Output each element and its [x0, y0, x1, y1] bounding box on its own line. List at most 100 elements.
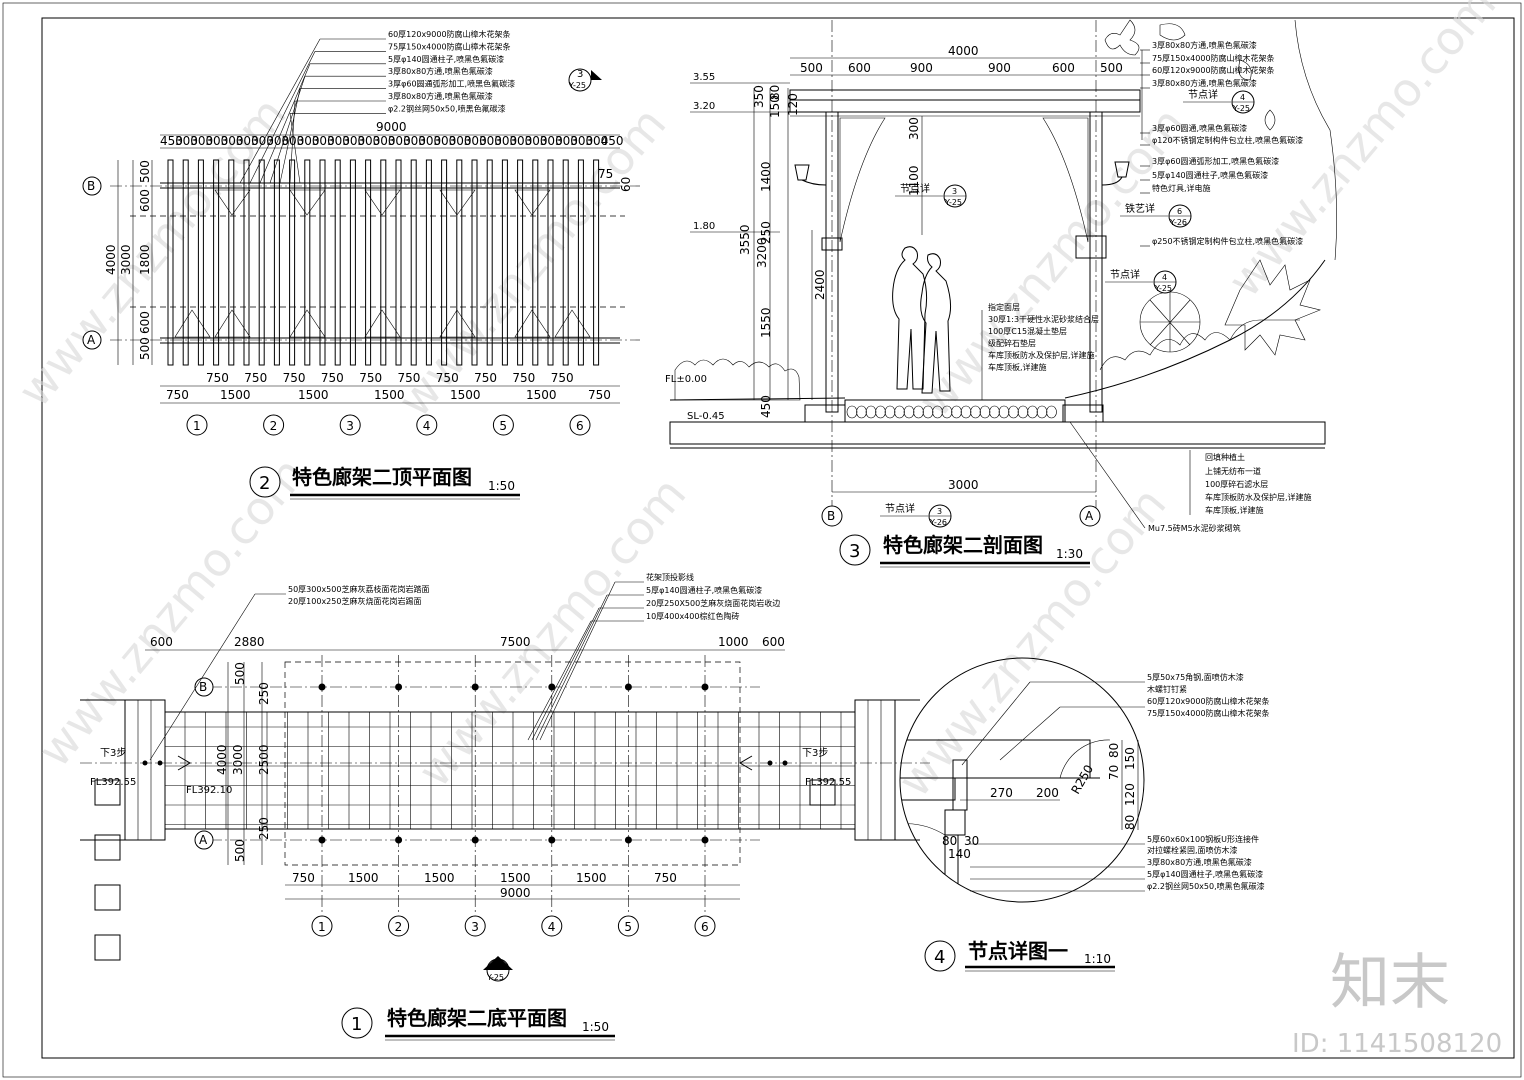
drawing-title: 节点详图一 — [968, 939, 1068, 963]
axis-label: 1 — [318, 920, 326, 934]
material-note: 车库顶板防水及保护层,详建施 — [988, 350, 1095, 360]
rafter-slat — [471, 159, 478, 366]
paving-square — [94, 934, 121, 961]
dim-bottom-outer: 1500 — [450, 388, 481, 402]
level-mark: FL392.10 — [186, 785, 232, 796]
detail-notes-top: 5厚50x75角钢,面喷仿木漆木螺钉钉紧60厚120x9000防腐山樟木花架条7… — [961, 672, 1270, 766]
watermark: www.znzmo.com — [27, 447, 316, 777]
drawing-number: 4 — [934, 947, 945, 968]
material-note: 木螺钉钉紧 — [1147, 684, 1187, 694]
base-notes-left: 50厚300x500芝麻灰荔枝面花岗岩踏面20厚100x250芝麻灰烧面花岗岩踢… — [149, 584, 429, 761]
detail-number: 3 — [937, 507, 942, 516]
axis-bubble — [464, 915, 486, 937]
callout-number: 3 — [577, 69, 583, 80]
level-mark: 3.20 — [693, 101, 715, 112]
axis-label: 6 — [701, 920, 709, 934]
gravel-stone — [875, 405, 886, 419]
gravel-stone — [941, 405, 953, 419]
axis-bubble — [569, 414, 591, 436]
leader-line — [999, 706, 1061, 761]
dim-top-segment: 300 — [464, 134, 487, 148]
dim-top-segment: 300 — [221, 134, 244, 148]
detail-dim: R250 — [1068, 762, 1096, 796]
rafter-slat — [395, 159, 402, 366]
rafter-slat — [532, 159, 539, 366]
rafter-slat — [365, 159, 372, 366]
dim-bottom-inner: 750 — [359, 371, 382, 385]
dim-top-segment: 300 — [509, 134, 532, 148]
material-note: 75厚150x4000防腐山樟木花架条 — [1152, 53, 1275, 63]
dim-top-segment: 300 — [297, 134, 320, 148]
dim-bottom: 1500 — [576, 871, 607, 885]
column-collar — [821, 237, 843, 251]
axis-bubble — [339, 414, 361, 436]
steps-left — [124, 699, 166, 841]
material-note: 3厚80x80方通,喷黑色氟碳漆 — [1152, 40, 1257, 50]
dim-left-seg: 500 — [138, 337, 152, 360]
dim-top-segment: 300 — [555, 134, 578, 148]
material-note: 75厚150x4000防腐山樟木花架条 — [1147, 708, 1270, 718]
rafter-slat — [228, 159, 235, 366]
dim-top: 600 — [150, 635, 173, 649]
detail-label: 节点详 — [900, 182, 930, 195]
top-plan-notes: 60厚120x9000防腐山樟木花架条75厚150x4000防腐山樟木花架条5厚… — [239, 29, 515, 184]
axis-label: 3 — [346, 419, 354, 433]
material-note: 5厚φ140圆通柱子,喷黑色氟碳漆 — [388, 54, 504, 64]
fern-plant — [1224, 259, 1321, 356]
mesh-panel — [900, 823, 946, 902]
axis-label: 1 — [193, 419, 201, 433]
dot — [767, 760, 773, 766]
vertical-dim: 1100 — [907, 165, 921, 196]
callout-arrow — [483, 956, 513, 970]
level-mark: FL392.55 — [805, 777, 851, 788]
drawing-id: ID: 1141508120 — [1292, 1029, 1502, 1059]
drawing-title: 特色廊架二顶平面图 — [292, 465, 472, 489]
dim-left: 250 — [257, 817, 271, 840]
axis-label: B — [87, 179, 95, 193]
material-note: 5厚φ140圆通柱子,喷黑色氟碳漆 — [1152, 170, 1268, 180]
watermark-layer: www.znzmo.com www.znzmo.com www.znzmo.co… — [7, 0, 1506, 807]
dim-left: 500 — [233, 839, 247, 862]
dim-segment: 600 — [848, 61, 871, 75]
rafter-slat — [441, 159, 448, 366]
detail-dim: 80 — [1107, 743, 1121, 758]
material-note: φ2.2钢丝网50x50,喷黑色氟碳漆 — [388, 103, 506, 113]
drawing-number: 3 — [849, 541, 860, 562]
dim-top-segment: 300 — [205, 134, 228, 148]
mesh-panels-bottom — [174, 309, 591, 338]
dim-base: 3000 — [948, 478, 979, 492]
gravel-stone — [960, 405, 972, 419]
detail-dim: 140 — [948, 847, 971, 861]
leader-line — [961, 681, 1031, 766]
gravel-stone — [865, 405, 877, 419]
radius-arc — [1059, 739, 1111, 779]
rafter-slat — [456, 159, 463, 366]
rafter-slat — [167, 159, 174, 366]
dim-segment: 500 — [1100, 61, 1123, 75]
material-note: 5厚φ140圆通柱子,喷黑色氟碳漆 — [646, 585, 762, 595]
beam-lower — [789, 99, 1141, 113]
detail-ref: Y-25 — [1232, 104, 1250, 113]
dim-bottom-outer: 750 — [588, 388, 611, 402]
gravel-stone — [846, 405, 858, 419]
dim-top-segment: 300 — [312, 134, 335, 148]
dim-bottom-outer: 1500 — [298, 388, 329, 402]
axis-label: 2 — [270, 419, 278, 433]
dim-bottom-outer: 1500 — [526, 388, 557, 402]
drawing-title: 特色廊架二底平面图 — [387, 1006, 567, 1030]
detail-number: 6 — [1177, 207, 1182, 216]
axis-label: 3 — [471, 920, 479, 934]
dim-left-mid: 3000 — [119, 244, 133, 275]
dim-small: 60 — [619, 177, 633, 192]
vertical-dim: 350 — [752, 85, 766, 108]
dim-segment: 900 — [910, 61, 933, 75]
steel-bracket — [944, 809, 966, 836]
dot — [782, 760, 788, 766]
axis-bubble — [617, 915, 639, 937]
dim-bottom: 1500 — [424, 871, 455, 885]
material-note: 10厚400x400棕红色陶砖 — [646, 611, 739, 621]
mesh-bracket-right — [1042, 117, 1089, 243]
leader-line — [279, 88, 301, 184]
vertical-dim: 80 — [768, 85, 782, 100]
